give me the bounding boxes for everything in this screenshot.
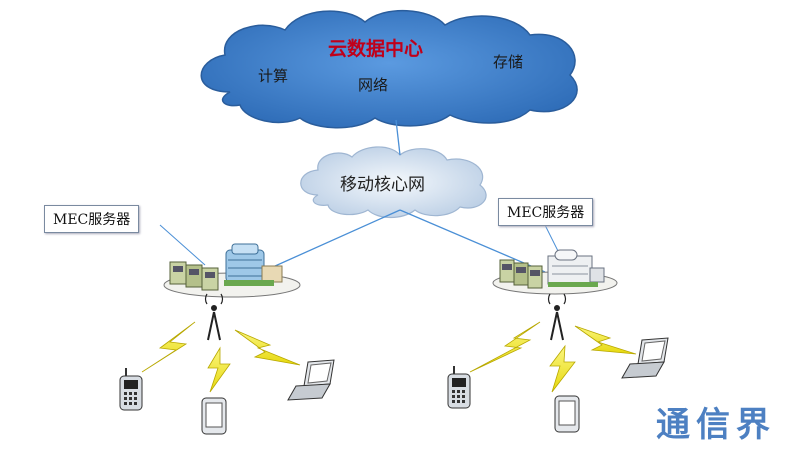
core-network-cloud bbox=[300, 146, 487, 219]
lightning-bolt-icon bbox=[141, 321, 196, 373]
laptop-icon bbox=[621, 337, 669, 379]
core-network-label: 移动核心网 bbox=[340, 175, 425, 195]
phone-icon bbox=[119, 368, 143, 411]
tablet-icon bbox=[201, 397, 227, 435]
mec-server-label-right: MEC服务器 bbox=[498, 198, 594, 226]
watermark-logo: 通信界 bbox=[656, 405, 776, 445]
cloud-compute-label: 计算 bbox=[258, 67, 289, 85]
lightning-bolt-icon bbox=[574, 325, 637, 355]
mec-server-label-left: MEC服务器 bbox=[44, 205, 140, 233]
server-rack-icon bbox=[169, 261, 219, 291]
building-icon bbox=[224, 243, 283, 286]
lightning-bolt-icon bbox=[234, 329, 301, 366]
lightning-bolt-icon bbox=[469, 321, 541, 373]
phone-icon bbox=[447, 366, 471, 409]
lightning-bolt-icon bbox=[207, 346, 231, 393]
server-rack-icon bbox=[499, 259, 543, 289]
cloud-storage-label: 存储 bbox=[493, 53, 524, 71]
callout-right bbox=[544, 224, 561, 256]
link-core-mec-right bbox=[399, 209, 546, 273]
mec-site-left bbox=[163, 243, 301, 298]
mec-site-right bbox=[492, 249, 618, 295]
antenna-left-icon bbox=[204, 293, 224, 341]
antenna-right-icon bbox=[547, 293, 567, 341]
laptop-icon bbox=[287, 359, 335, 401]
cloud-title: 云数据中心 bbox=[328, 38, 424, 60]
building-icon bbox=[547, 249, 605, 287]
link-cloud-core bbox=[395, 119, 401, 156]
lightning-bolt-icon bbox=[549, 344, 576, 393]
cloud-network-label: 网络 bbox=[358, 76, 389, 94]
tablet-icon bbox=[554, 395, 580, 433]
cloud-data-center bbox=[200, 10, 578, 129]
callout-left bbox=[159, 224, 206, 266]
link-core-mec-left bbox=[254, 209, 401, 276]
